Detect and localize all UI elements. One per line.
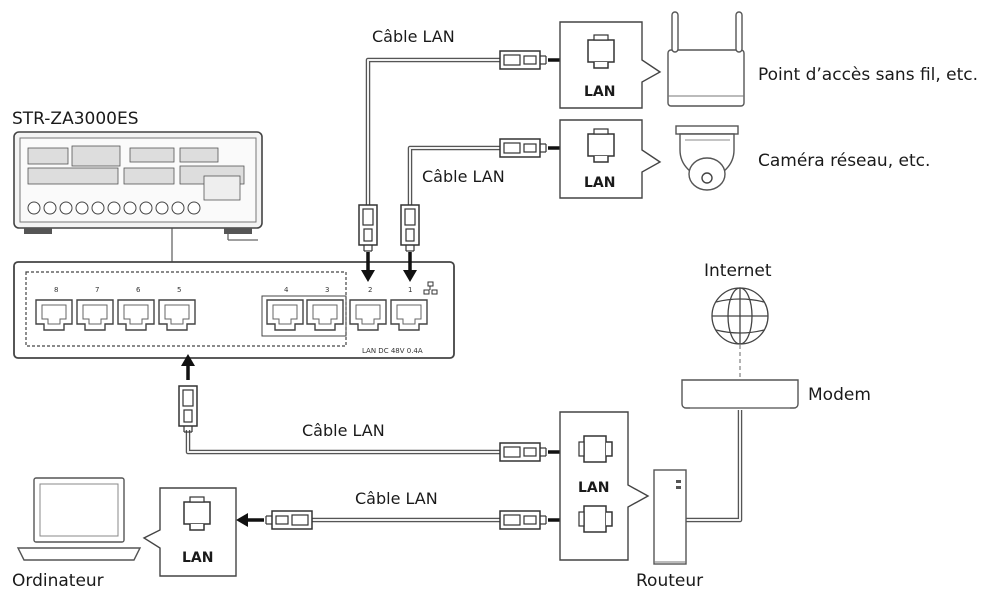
cable-label-top: Câble LAN bbox=[372, 27, 455, 46]
lan-label: LAN bbox=[584, 175, 615, 191]
camera-label: Caméra réseau, etc. bbox=[758, 151, 930, 171]
lan-plug-icon bbox=[499, 510, 547, 530]
receiver-label: STR-ZA3000ES bbox=[12, 109, 139, 129]
wireless-access-point bbox=[667, 11, 745, 107]
lan-plug-icon bbox=[499, 138, 547, 158]
router-lan-box: LAN bbox=[559, 411, 650, 561]
network-icon bbox=[423, 281, 438, 295]
port-number: 8 bbox=[54, 286, 58, 294]
lan-label: LAN bbox=[182, 550, 213, 566]
av-receiver: STR-ZA3000ES bbox=[12, 109, 263, 234]
cable-label-bottom: Câble LAN bbox=[355, 489, 438, 508]
globe-icon bbox=[711, 287, 769, 345]
laptop-computer bbox=[16, 477, 142, 561]
modem bbox=[681, 379, 799, 409]
network-camera bbox=[675, 125, 739, 191]
port-number: 6 bbox=[136, 286, 141, 294]
computer-label: Ordinateur bbox=[12, 571, 104, 591]
access-point-lan-box: LAN bbox=[559, 21, 662, 109]
switch-port-numbers: 8 7 6 5 4 3 2 1 bbox=[54, 286, 412, 294]
lan-plug-icon bbox=[178, 385, 198, 433]
cable-label-middle: Câble LAN bbox=[302, 421, 385, 440]
access-point-label: Point d’accès sans fil, etc. bbox=[758, 65, 978, 85]
port-number: 5 bbox=[177, 286, 181, 294]
switch-bottom-text: LAN DC 48V 0.4A bbox=[362, 347, 423, 355]
cable-label-second: Câble LAN bbox=[422, 167, 505, 186]
port-number: 7 bbox=[95, 286, 99, 294]
computer-lan-box: LAN bbox=[142, 487, 237, 577]
lan-plug-icon bbox=[265, 510, 313, 530]
lan-plug-icon bbox=[400, 204, 420, 252]
camera-lan-box: LAN bbox=[559, 119, 662, 199]
router bbox=[653, 469, 687, 565]
network-switch: 8 7 6 5 4 3 2 1 LAN DC 48V 0.4A bbox=[13, 261, 455, 359]
router-label: Routeur bbox=[636, 571, 703, 591]
lan-plug-icon bbox=[499, 50, 547, 70]
port-number: 1 bbox=[408, 286, 412, 294]
port-number: 3 bbox=[325, 286, 329, 294]
internet-label: Internet bbox=[704, 261, 772, 281]
modem-label: Modem bbox=[808, 385, 871, 405]
lan-plug-icon bbox=[499, 442, 547, 462]
port-number: 2 bbox=[368, 286, 372, 294]
lan-label: LAN bbox=[584, 84, 615, 100]
lan-plug-icon bbox=[358, 204, 378, 252]
port-number: 4 bbox=[284, 286, 289, 294]
lan-label: LAN bbox=[578, 480, 609, 496]
